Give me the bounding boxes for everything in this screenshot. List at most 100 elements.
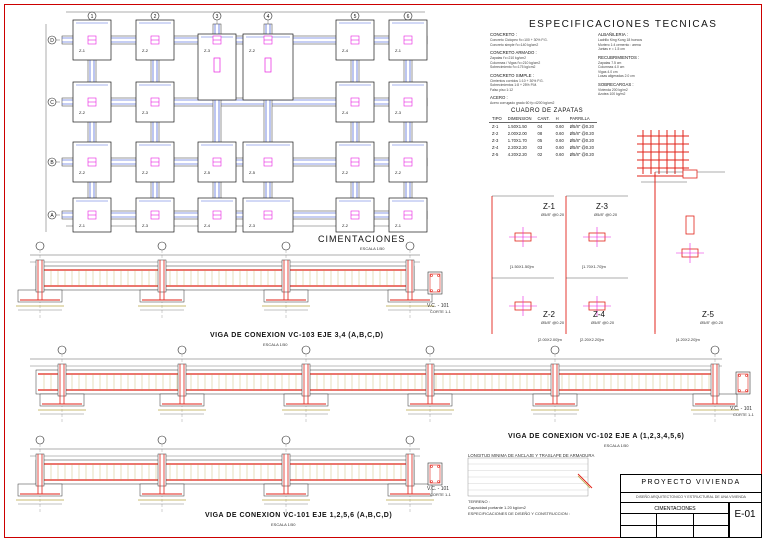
notes-terrain-line: Capacidad portante 1.20 kg/cm2 <box>468 505 526 510</box>
zapatas-cell: 05 <box>537 138 543 143</box>
axis-label-3: 3 <box>216 14 219 20</box>
footing-label-2-1: Z-2 <box>142 170 149 175</box>
beam-vc101-bubble-3 <box>405 435 415 445</box>
section-vc102-bar-1 <box>745 374 748 377</box>
section-vc101-bar-0 <box>430 465 433 468</box>
zapatas-cell: 03 <box>537 145 543 150</box>
zapatas-header-3: H <box>552 115 567 123</box>
section-3-label: V.C. - 101 <box>427 486 450 492</box>
plan-scale: ESCALA 1/50 <box>360 246 385 251</box>
beam-vc102-bubble-0 <box>57 345 67 355</box>
footing-label-3-1: Z-3 <box>142 223 149 228</box>
zapatas-cell: 02 <box>537 152 543 157</box>
footing-1-1 <box>135 81 175 123</box>
section-2-sub: CORTE 1-1 <box>733 412 754 417</box>
footing-label-3-3: Z-3 <box>249 223 256 228</box>
zapatas-header-2: CANT. <box>534 115 553 123</box>
beam-vc101-column-1 <box>157 453 167 487</box>
zapatas-cell: Ø5/8" @0.20 <box>569 145 594 150</box>
section-vc103-bar-0 <box>430 274 433 277</box>
beam-vc101-title: VIGA DE CONEXION VC-101 EJE 1,2,5,6 (A,B… <box>205 512 393 519</box>
section-vc103-bar-1 <box>437 274 440 277</box>
notes-terrain-head: TERRENO : <box>468 499 490 504</box>
beam-vc102-bubble-1 <box>177 345 187 355</box>
zapatas-cell: Ø5/8" @0.20 <box>569 131 594 136</box>
axis-label-4: 4 <box>267 14 270 20</box>
detail-z5-bar: Ø5/8" @0.20 <box>700 320 724 325</box>
detail-z3-bar: Ø5/8" @0.20 <box>594 212 618 217</box>
footing-label-0-3: Z-2 <box>249 48 256 53</box>
section-vc102-bar-2 <box>738 389 741 392</box>
detail-z5-dim: [4.20X2.20]m <box>676 337 700 342</box>
specs-col2-head-1: RECUBRIMIENTOS : <box>598 54 640 60</box>
zapatas-cell: 2.00X2.00 <box>507 131 527 136</box>
beam-vc101-column-3 <box>405 453 415 487</box>
beam-vc101-scale: ESCALA 1/50 <box>271 522 296 527</box>
detail-z2-dim: [2.00X2.00]m <box>538 337 562 342</box>
notes-anchorage-title: LONGITUD MINIMA DE ANCLAJE Y TRASLAPE DE… <box>468 453 595 458</box>
footing-label-3-5: Z-1 <box>395 223 402 228</box>
section-vc102-outline <box>735 371 751 395</box>
footing-label-1-4: Z-4 <box>342 110 349 115</box>
beam-vc103-bubble-3 <box>405 241 415 251</box>
detail-z1-bar: Ø5/8" @0.20 <box>541 212 565 217</box>
specs-col2-head-0: ALBAÑILERIA : <box>598 32 628 37</box>
axis-label-D: D <box>50 38 54 44</box>
specs-col2-line-0-0: Ladrillo King Kong 18 huecos <box>598 38 643 42</box>
specs-col1-line-0-1: Concreto simple f'c=140 kg/cm2 <box>490 42 539 47</box>
beam-vc102-column-1 <box>177 363 187 397</box>
specs-col1-line-1-0: Zapatas f'c=210 kg/cm2 <box>490 56 526 60</box>
zapatas-cell: Z-4 <box>492 145 499 150</box>
specs-col1-line-1-1: Columnas / Vigas f'c=210 kg/cm2 <box>490 60 541 65</box>
axis-label-2: 2 <box>154 14 157 20</box>
detail-z3-label: Z-3 <box>596 202 608 211</box>
beam-vc103-bubble-1 <box>157 241 167 251</box>
specs-col2-line-2-1: Azotea 100 kg/m2 <box>598 92 626 96</box>
beam-vc102-bubble-5 <box>710 345 720 355</box>
hook-a <box>577 473 593 489</box>
specs-col2-line-1-3: Losas aligeradas 2.0 cm <box>598 74 635 78</box>
specs-col1-head-1: CONCRETO ARMADO : <box>490 50 537 55</box>
detail-z4-label: Z-4 <box>593 310 605 319</box>
section-2-label: V.C. - 101 <box>730 406 753 412</box>
detail-z1-label: Z-1 <box>543 202 555 211</box>
footing-label-1-1: Z-3 <box>142 110 149 115</box>
specs-col1-head-2: CONCRETO SIMPLE : <box>490 72 534 78</box>
zapatas-cell: 0.60 <box>555 138 564 143</box>
specs-col1-line-2-1: Sobrecimientos 1:8 + 25% P.M. <box>490 83 538 87</box>
footing-label-2-0: Z-2 <box>79 170 86 175</box>
beam-vc101-bubble-1 <box>157 435 167 445</box>
zapatas-cell: 08 <box>537 131 543 136</box>
beam-vc102-column-0 <box>57 363 67 397</box>
beam-vc103-column-0 <box>35 259 45 293</box>
section-vc102-bar-3 <box>745 389 748 392</box>
beam-vc103-scale: ESCALA 1/50 <box>263 342 288 347</box>
sheet-name: CIMENTACIONES <box>654 506 696 512</box>
zapatas-cell: 04 <box>537 124 543 129</box>
specs-col2-line-2-0: Vivienda 200 kg/m2 <box>598 87 628 92</box>
footing-label-1-0: Z-2 <box>79 110 86 115</box>
section-vc103-outline <box>427 271 443 295</box>
zapatas-cell: 0.60 <box>555 124 564 129</box>
specs-col1-line-2-0: Cimientos corridos 1:10 + 30% P.G. <box>490 78 544 83</box>
section-3-sub: CORTE 1-1 <box>430 492 451 497</box>
zapatas-cell: Ø5/8" @0.20 <box>569 152 594 157</box>
section-vc101-bar-3 <box>437 480 440 483</box>
specs-col1-line-3-0: Acero corrugado grado 60 fy=4200 kg/cm2 <box>490 101 555 105</box>
specs-col1-line-2-2: Falso piso 1:12 <box>490 87 513 92</box>
specs-col2-line-0-1: Mortero 1:4 cemento : arena <box>598 42 641 47</box>
axis-label-B: B <box>50 160 54 166</box>
title-block: PROYECTO VIVIENDA DISEÑO ARQUITECTONICO … <box>620 474 762 538</box>
beam-vc103-column-1 <box>157 259 167 293</box>
beam-vc103-title: VIGA DE CONEXION VC-103 EJE 3,4 (A,B,C,D… <box>210 332 384 339</box>
specs-col1-line-1-2: Sobrecimiento f'c=175 kg/cm2 <box>490 65 536 69</box>
beam-vc102-column-3 <box>425 363 435 397</box>
axis-label-5: 5 <box>354 14 357 20</box>
beam-vc101-column-0 <box>35 453 45 487</box>
zapatas-cell: 1.50X1.50 <box>507 124 527 129</box>
z5-column-1 <box>264 57 272 73</box>
